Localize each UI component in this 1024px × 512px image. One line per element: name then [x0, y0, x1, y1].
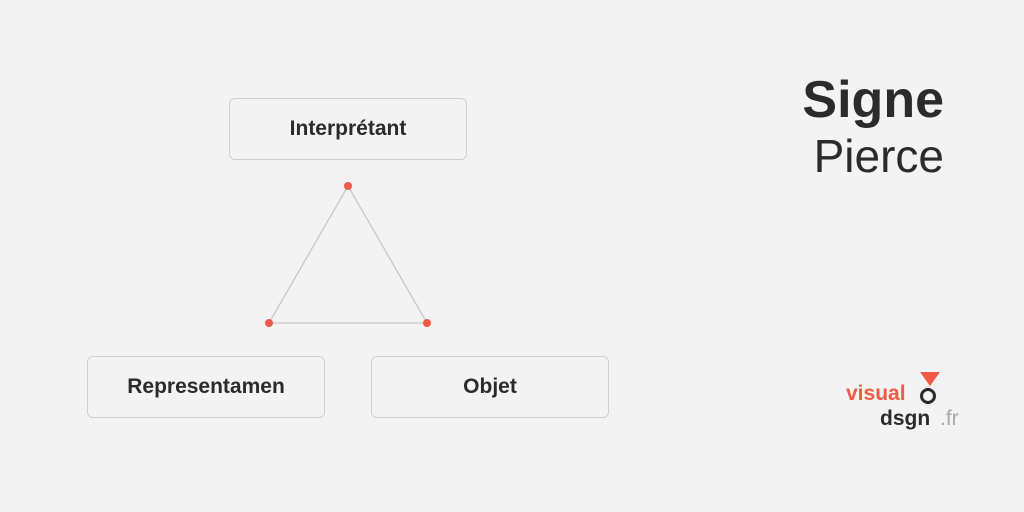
representamen-label: Representamen: [127, 375, 285, 398]
logo-word-dsgn: dsgn: [880, 407, 931, 430]
page-title: Signe Pierce: [802, 71, 944, 183]
logo-suffix: .fr: [940, 407, 959, 430]
edge-interpretant-representamen: [268, 185, 349, 324]
objet-box: Objet: [371, 356, 609, 418]
representamen-box: Representamen: [87, 356, 325, 418]
edge-interpretant-objet: [347, 185, 428, 324]
brand-logo: visual dsgn .fr: [846, 372, 976, 432]
logo-lamp-icon: [920, 372, 940, 404]
interpretant-box: Interprétant: [229, 98, 467, 160]
objet-label: Objet: [463, 375, 517, 398]
vertex-representamen: [265, 319, 273, 327]
vertex-objet: [423, 319, 431, 327]
vertex-interpretant: [344, 182, 352, 190]
title-line-2: Pierce: [813, 130, 944, 183]
title-line-1: Signe: [802, 71, 944, 129]
interpretant-label: Interprétant: [289, 117, 407, 140]
logo-word-visual: visual: [846, 382, 906, 405]
